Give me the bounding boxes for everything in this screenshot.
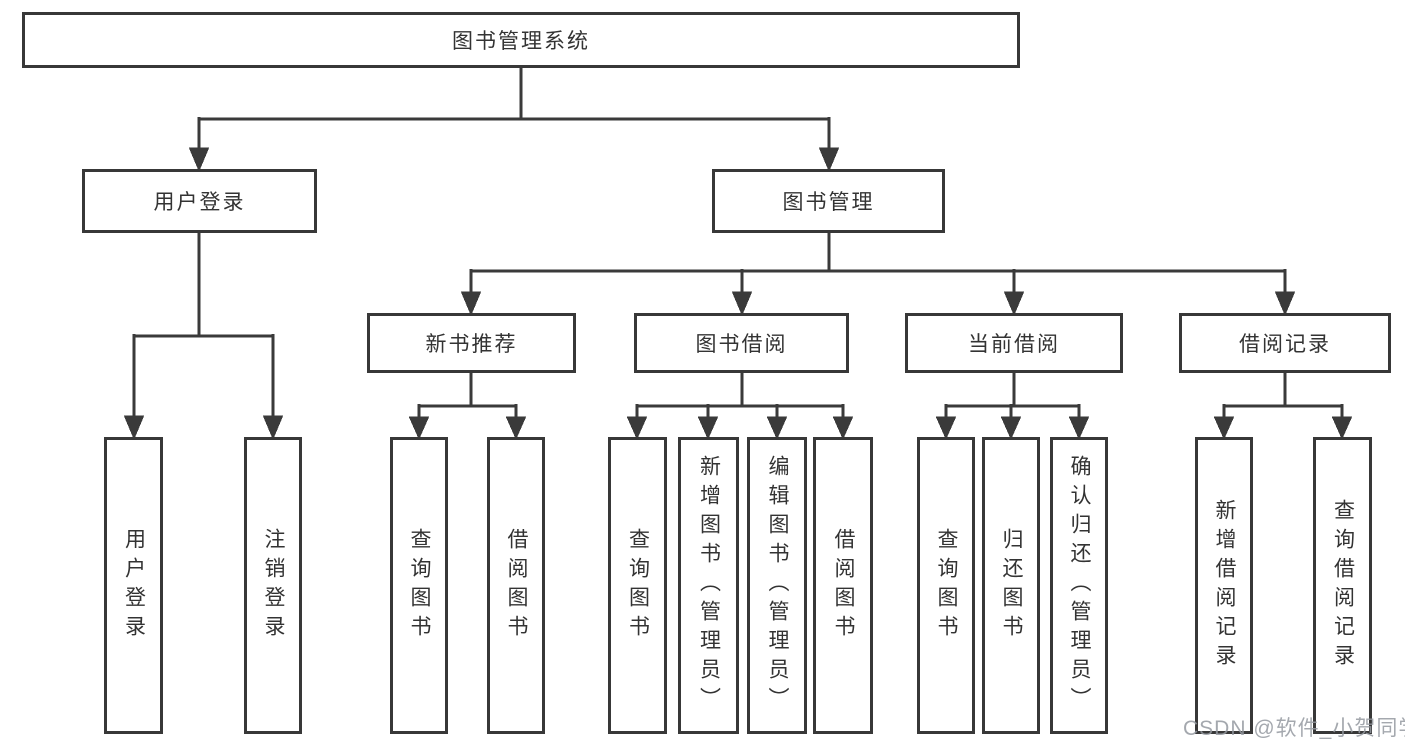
- connector-borrowing: [635, 373, 845, 421]
- arrowhead-icon: [505, 416, 527, 440]
- node-label: 新增借阅记录: [1213, 498, 1236, 673]
- node-label: 图书管理系统: [452, 30, 590, 53]
- connector-current: [944, 373, 1081, 421]
- arrowhead-icon: [697, 416, 719, 440]
- arrowhead-icon: [460, 291, 482, 316]
- node-label: 归还图书: [1000, 527, 1023, 644]
- arrowhead-icon: [832, 416, 854, 440]
- arrowhead-icon: [1213, 416, 1235, 440]
- leaf-cb-return-books: 归还图书: [982, 437, 1040, 734]
- node-label: 查询借阅记录: [1331, 498, 1355, 673]
- leaf-br-query-record: 查询借阅记录: [1313, 437, 1372, 734]
- arrowhead-icon: [935, 416, 957, 440]
- leaf-bb-borrow-books: 借阅图书: [813, 437, 873, 734]
- arrowhead-icon: [766, 416, 788, 440]
- connector-user-login: [132, 233, 275, 420]
- connector-new-rec: [417, 373, 518, 421]
- leaf-bb-query-books: 查询图书: [608, 437, 667, 734]
- leaf-bb-edit-books-admin: 编辑图书（管理员）: [747, 437, 807, 734]
- node-label: 当前借阅: [968, 333, 1060, 356]
- node-label: 编辑图书（管理员）: [766, 455, 789, 716]
- arrowhead-icon: [1274, 291, 1296, 316]
- arrowhead-icon: [731, 291, 753, 316]
- leaf-logout: 注销登录: [244, 437, 302, 734]
- node-label: 新书推荐: [425, 333, 518, 356]
- node-current-borrowing: 当前借阅: [905, 313, 1123, 373]
- node-label: 用户登录: [122, 527, 146, 644]
- node-borrow-records: 借阅记录: [1179, 313, 1391, 373]
- arrowhead-icon: [262, 415, 284, 440]
- node-label: 借阅记录: [1239, 333, 1331, 356]
- node-label: 借阅图书: [505, 527, 528, 644]
- arrowhead-icon: [626, 416, 648, 440]
- leaf-rec-borrow-books: 借阅图书: [487, 437, 545, 734]
- node-new-book-recommend: 新书推荐: [367, 313, 576, 373]
- arrowhead-icon: [1003, 291, 1025, 316]
- node-label: 查询图书: [408, 527, 431, 644]
- node-user-login: 用户登录: [82, 169, 317, 233]
- node-book-borrowing: 图书借阅: [634, 313, 849, 373]
- leaf-cb-query-books: 查询图书: [917, 437, 975, 734]
- leaf-rec-query-books: 查询图书: [390, 437, 448, 734]
- connector-root: [197, 68, 831, 152]
- leaf-br-add-record: 新增借阅记录: [1195, 437, 1253, 734]
- node-label: 查询图书: [935, 527, 958, 644]
- node-label: 查询图书: [626, 527, 650, 644]
- arrowhead-icon: [408, 416, 430, 440]
- connector-records: [1222, 373, 1344, 421]
- node-label: 图书管理: [782, 191, 875, 214]
- node-label: 图书借阅: [695, 333, 788, 356]
- arrowhead-icon: [188, 147, 210, 172]
- node-book-management: 图书管理: [712, 169, 945, 233]
- csdn-watermark: CSDN @软件_小贺同学: [1183, 717, 1405, 740]
- leaf-bb-add-books-admin: 新增图书（管理员）: [678, 437, 739, 734]
- node-label: 确认归还（管理员）: [1068, 455, 1091, 716]
- node-label: 用户登录: [153, 191, 246, 214]
- leaf-user-login: 用户登录: [104, 437, 163, 734]
- leaf-cb-confirm-return-admin: 确认归还（管理员）: [1050, 437, 1108, 734]
- node-label: 注销登录: [262, 527, 285, 644]
- arrowhead-icon: [1331, 416, 1353, 440]
- node-root-library-system: 图书管理系统: [22, 12, 1020, 68]
- node-label: 借阅图书: [832, 527, 855, 644]
- arrowhead-icon: [1000, 416, 1022, 440]
- arrowhead-icon: [1068, 416, 1090, 440]
- arrowhead-icon: [123, 415, 145, 440]
- connector-book-mgmt: [469, 233, 1287, 296]
- node-label: 新增图书（管理员）: [697, 455, 721, 716]
- arrowhead-icon: [818, 147, 840, 172]
